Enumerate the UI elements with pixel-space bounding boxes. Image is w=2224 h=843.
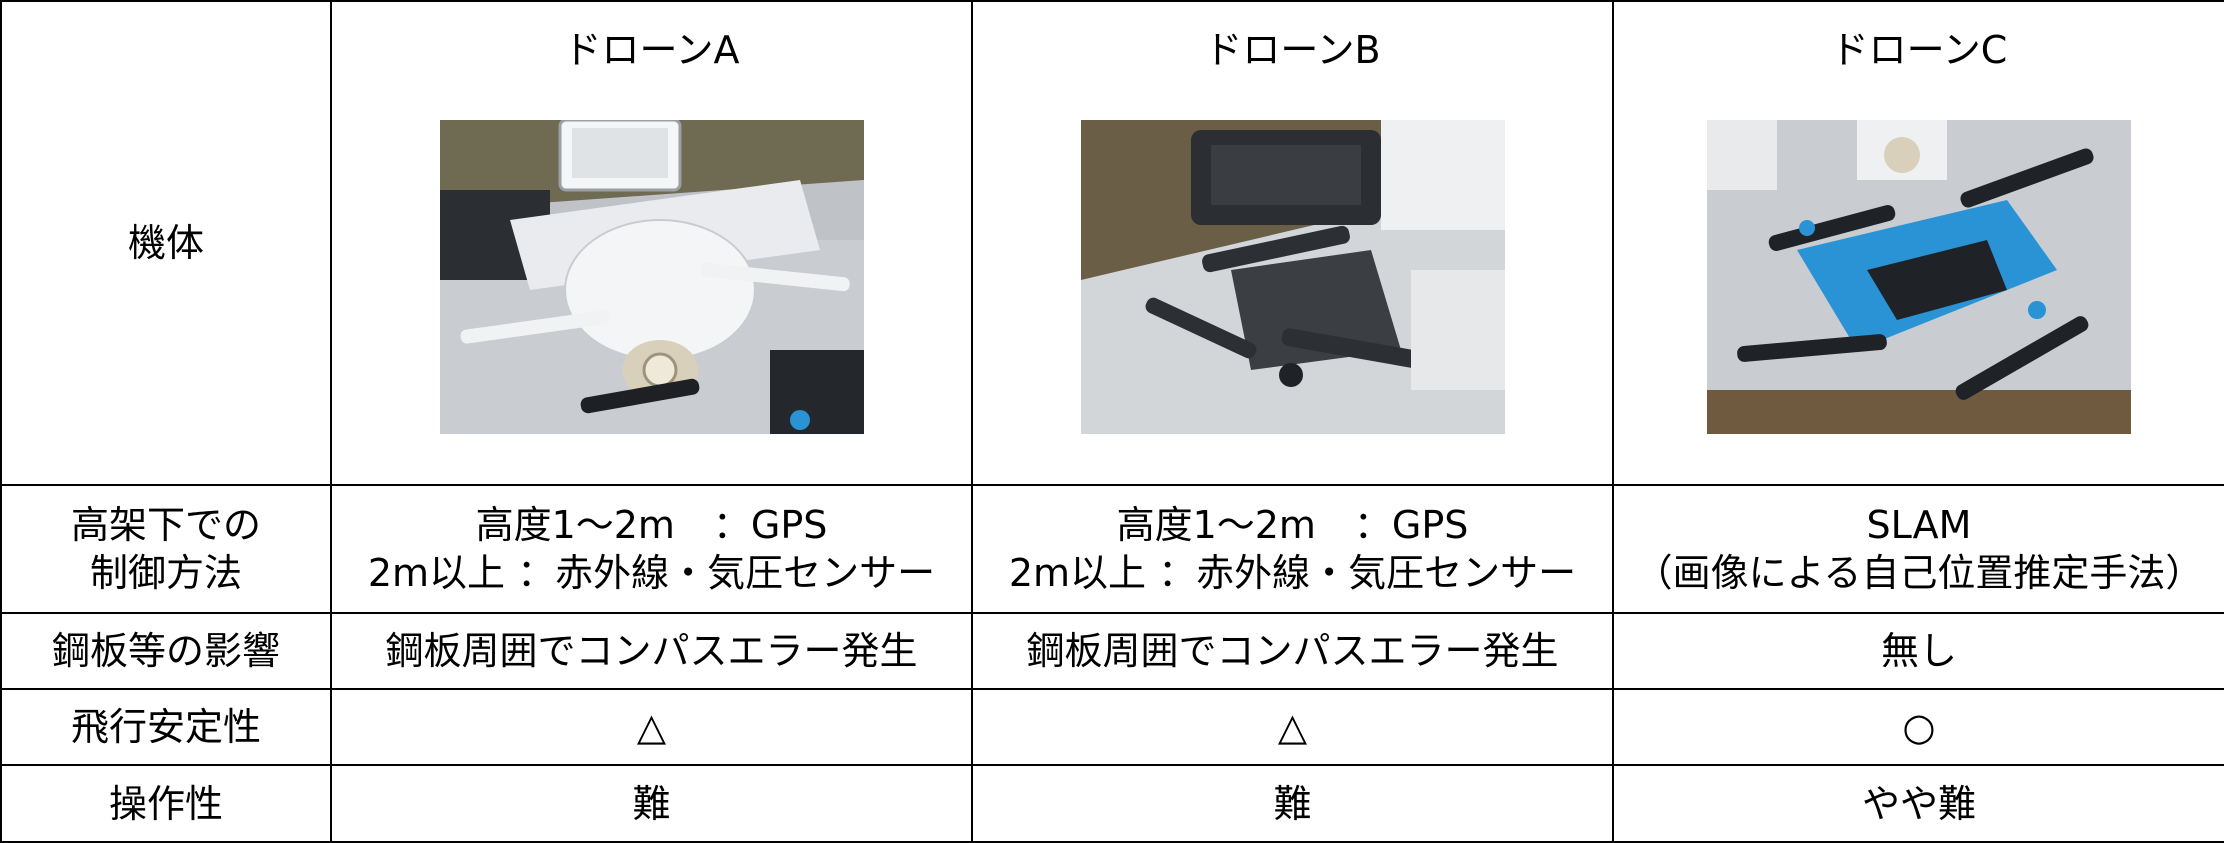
steel-influence-b: 鋼板周囲でコンパスエラー発生 — [971, 612, 1614, 690]
operability-a: 難 — [330, 764, 973, 843]
model-cell-b: ドローンB — [971, 0, 1614, 486]
row-label-steel: 鋼板等の影響 — [0, 612, 332, 690]
steel-influence-a: 鋼板周囲でコンパスエラー発生 — [330, 612, 973, 690]
drone-a-photo — [439, 120, 864, 434]
control-method-b-line-1: 高度1～2m ：GPS — [1116, 503, 1469, 547]
row-operability: 操作性 難 難 やや難 — [0, 764, 2224, 843]
drone-c-photo — [1707, 120, 2131, 434]
control-method-b: 高度1～2m ：GPS 2m以上 ：赤外線・気圧センサー — [971, 484, 1614, 614]
operability-b: 難 — [971, 764, 1614, 843]
row-label-control-line-1: 高架下での — [70, 503, 261, 547]
control-method-a-line-2: 2m以上 ：赤外線・気圧センサー — [367, 551, 936, 595]
row-control-method: 高架下での 制御方法 高度1～2m ：GPS 2m以上 ：赤外線・気圧センサー … — [0, 484, 2224, 614]
control-method-b-line-2: 2m以上 ：赤外線・気圧センサー — [1008, 551, 1577, 595]
model-name-b: ドローンB — [1204, 28, 1381, 72]
row-label-control-method: 高架下での 制御方法 — [0, 484, 332, 614]
stability-b: △ — [971, 688, 1614, 766]
control-method-c-line-2: （画像による自己位置推定手法） — [1634, 551, 2204, 595]
model-cell-a: ドローンA — [330, 0, 973, 486]
control-method-c-line-1: SLAM — [1866, 503, 1972, 547]
row-label-control-line-2: 制御方法 — [89, 551, 242, 595]
model-name-a: ドローンA — [563, 28, 740, 72]
model-name-c: ドローンC — [1830, 28, 2008, 72]
control-method-c: SLAM （画像による自己位置推定手法） — [1612, 484, 2224, 614]
row-body: 機体 ドローンA — [0, 0, 2224, 486]
stability-c: ○ — [1612, 688, 2224, 766]
row-steel-influence: 鋼板等の影響 鋼板周囲でコンパスエラー発生 鋼板周囲でコンパスエラー発生 無し — [0, 612, 2224, 690]
row-flight-stability: 飛行安定性 △ △ ○ — [0, 688, 2224, 766]
operability-c: やや難 — [1612, 764, 2224, 843]
drone-b-photo — [1080, 120, 1505, 434]
row-label-body: 機体 — [0, 0, 332, 486]
row-label-stability: 飛行安定性 — [0, 688, 332, 766]
control-method-a: 高度1～2m ：GPS 2m以上 ：赤外線・気圧センサー — [330, 484, 973, 614]
row-label-operability: 操作性 — [0, 764, 332, 843]
model-cell-c: ドローンC — [1612, 0, 2224, 486]
control-method-a-line-1: 高度1～2m ：GPS — [475, 503, 828, 547]
steel-influence-c: 無し — [1612, 612, 2224, 690]
stability-a: △ — [330, 688, 973, 766]
